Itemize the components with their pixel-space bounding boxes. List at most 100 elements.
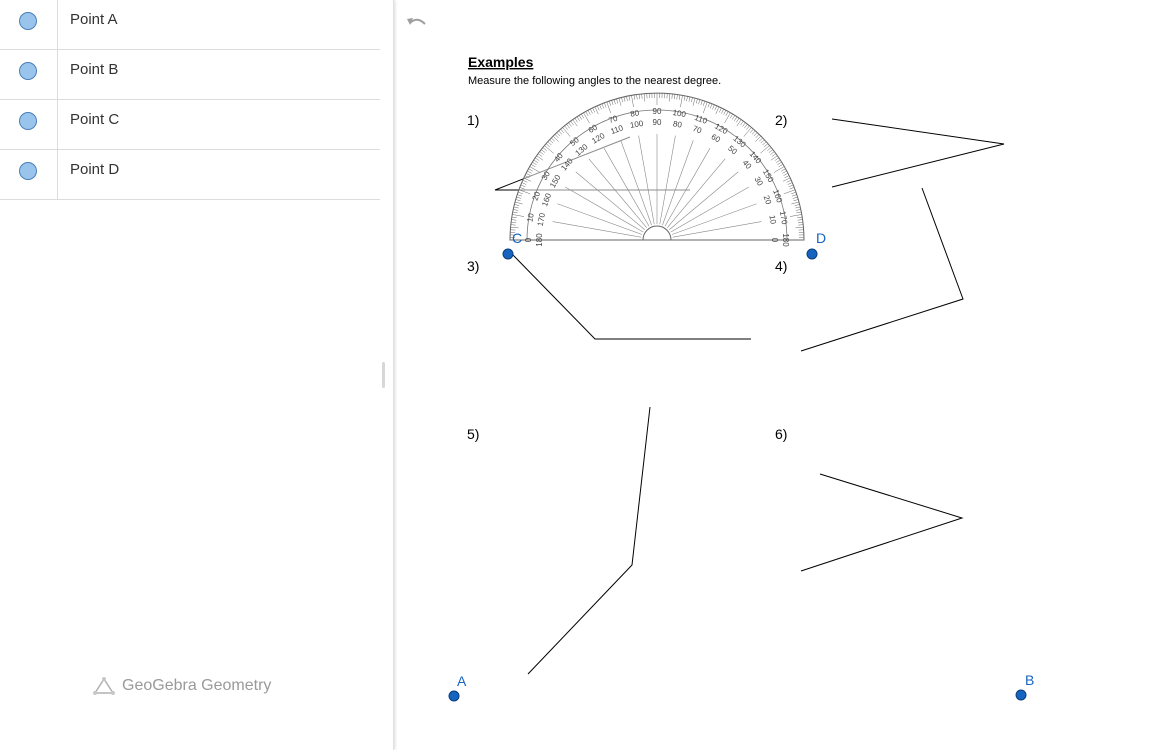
protractor-tick [536,155,544,161]
protractor-ray [664,148,711,227]
protractor-ray [667,158,726,228]
protractor-tick [636,94,638,100]
protractor-outer-label: 10 [525,212,536,223]
protractor-tick [510,224,516,226]
protractor-tick [755,134,760,139]
protractor-tick [641,93,643,99]
protractor-tick [797,216,803,219]
protractor-tick [544,145,554,154]
point-d-marker[interactable] [806,248,818,260]
protractor-tick [558,130,563,135]
marble-icon[interactable] [19,112,37,130]
protractor-tick [527,170,532,174]
branding-text: GeoGebra Geometry [122,677,272,694]
protractor-tick [516,196,522,199]
algebra-item-point-a[interactable]: Point A [0,0,380,50]
algebra-item-label: Point C [70,111,120,128]
protractor-tick [743,127,752,137]
protractor-tick [514,204,520,206]
protractor-tick [793,199,799,202]
protractor-tick [552,135,559,142]
geogebra-logo-icon [93,677,115,695]
protractor-tick [787,182,793,185]
protractor-tick [554,134,559,139]
protractor-tick [519,187,525,190]
undo-icon[interactable] [404,14,430,34]
protractor-tick [744,124,748,129]
protractor-tick [590,108,593,114]
visibility-toggle[interactable] [0,150,58,199]
protractor-tick [758,137,763,142]
protractor-tick [568,122,572,127]
algebra-item-label: Point D [70,161,120,178]
protractor-tick [702,101,708,114]
point-a-marker[interactable] [448,690,460,702]
protractor-tick [542,147,547,151]
protractor-tick [796,211,802,214]
protractor-tick [611,100,614,106]
protractor-tick [791,191,797,195]
protractor-tick [698,99,701,105]
point-c-marker[interactable] [502,248,514,260]
point-a[interactable]: A [448,673,467,702]
algebra-item-point-b[interactable]: Point B [0,50,380,100]
angle-2-rays [831,118,1005,188]
graphics-view[interactable]: Examples Measure the following angles to… [396,0,1160,750]
protractor-tick [795,206,801,209]
protractor-tick [676,94,678,100]
protractor-tick [631,95,634,108]
visibility-toggle[interactable] [0,0,58,49]
protractor-tick [517,194,523,197]
protractor-tick [740,120,744,126]
algebra-item-point-c[interactable]: Point C [0,100,380,150]
protractor-tick [784,175,790,178]
protractor-inner-label: 20 [762,194,774,206]
point-b[interactable]: B [1015,672,1034,701]
visibility-toggle[interactable] [0,50,58,99]
protractor-tick [795,226,804,229]
protractor-tick [515,199,521,202]
protractor-tick [767,147,772,151]
protractor-tick [578,115,582,120]
point-c-label: C [512,230,522,246]
protractor-tick [775,159,781,163]
point-d-label: D [816,230,826,246]
protractor-tick [732,115,736,120]
marble-icon[interactable] [19,162,37,180]
point-c[interactable]: C [502,230,522,260]
protractor-tick [530,164,536,168]
protractor-tick [736,119,742,127]
protractor-tick [576,116,580,122]
protractor-tick [783,173,789,176]
marble-icon[interactable] [19,12,37,30]
protractor-tick [788,184,794,188]
view-resize-handle[interactable] [382,362,385,388]
protractor-tick [551,137,556,142]
protractor-tick [512,214,525,217]
protractor-rays [552,134,762,238]
protractor-tick [537,153,543,157]
protractor-tick [768,149,773,153]
protractor-center-arc [642,225,672,241]
protractor-tick [734,116,738,122]
protractor-tick [709,103,713,109]
point-a-label: A [457,673,467,689]
marble-icon[interactable] [19,62,37,80]
protractor-tick [778,164,784,168]
protractor-tick [623,96,626,102]
protractor-tick [742,122,746,127]
protractor-tick [764,143,769,148]
protractor-tick [621,97,623,103]
protractor-tick [753,132,758,137]
algebra-item-point-d[interactable]: Point D [0,150,380,200]
protractor[interactable]: 0 10 20 30 40 50 60 70 80 90 100 110 120… [509,92,805,247]
point-b-marker[interactable] [1015,689,1027,701]
protractor-tick [587,110,591,115]
protractor-tick [596,105,600,111]
protractor-tick [797,219,803,221]
protractor-tick [556,132,561,137]
visibility-toggle[interactable] [0,100,58,149]
protractor-tick [517,191,523,195]
point-d[interactable]: D [806,230,826,260]
protractor-tick [691,97,693,103]
